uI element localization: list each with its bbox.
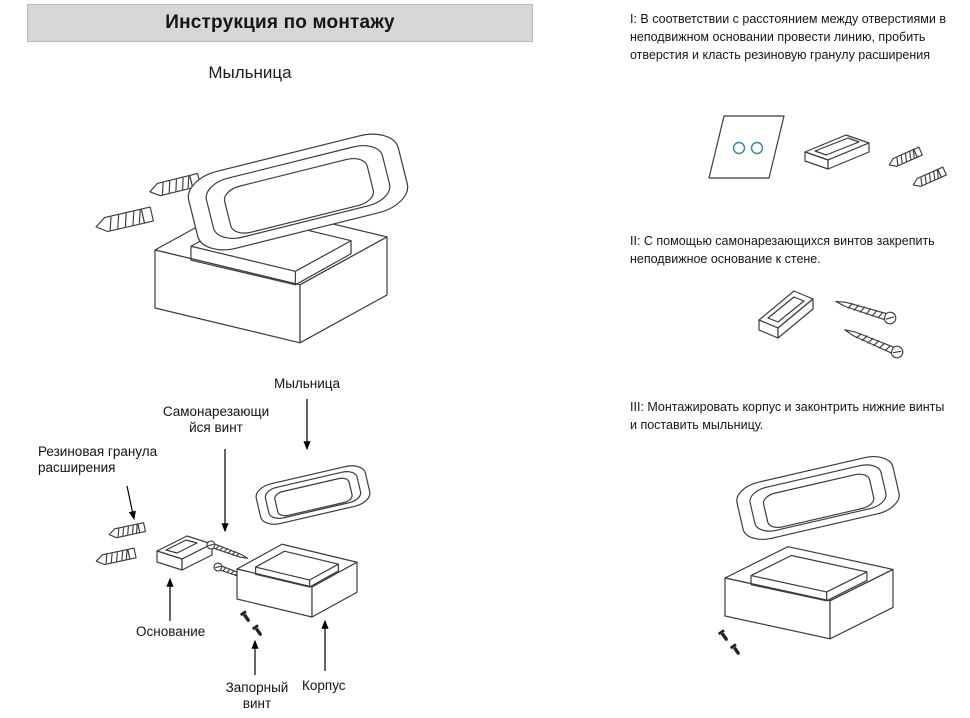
lock-screw-illustration bbox=[729, 643, 743, 657]
label-rubber-granule: Резиновая гранула расширения bbox=[38, 444, 158, 476]
step-2-instruction: II: С помощью самонарезающихся винтов за… bbox=[630, 234, 935, 266]
label-tray: Мыльница bbox=[273, 376, 341, 391]
wall-anchor-illustration bbox=[94, 547, 137, 567]
step-3-instruction: III: Монтажировать корпус и законтрить н… bbox=[630, 400, 945, 432]
wall-anchor-illustration bbox=[887, 146, 923, 170]
page-title: Инструкция по монтажу bbox=[165, 12, 395, 33]
wall-anchor-illustration bbox=[911, 166, 947, 190]
label-lock-screw: Запорный винт bbox=[225, 680, 289, 712]
base-illustration bbox=[804, 134, 870, 170]
exploded-view-drawing bbox=[94, 399, 373, 675]
body-illustration bbox=[724, 546, 894, 640]
lock-screw-illustration bbox=[717, 629, 731, 643]
body-illustration bbox=[236, 543, 358, 618]
product-name: Мыльница bbox=[208, 63, 292, 82]
base-illustration bbox=[156, 535, 213, 571]
step-1-instruction: I: В соответствии с расстоянием между от… bbox=[630, 12, 946, 62]
assembled-product-drawing bbox=[93, 126, 414, 344]
arrow-granule bbox=[126, 485, 136, 521]
lock-screw-illustration bbox=[239, 610, 253, 624]
mounting-hole bbox=[750, 141, 764, 155]
soap-tray-illustration bbox=[733, 451, 903, 545]
self-tapping-screw-illustration bbox=[833, 295, 898, 326]
label-self-tapping-screw: Самонарезающи йся винт bbox=[162, 404, 270, 436]
step-1-drawing bbox=[708, 115, 947, 190]
wall-anchor-illustration bbox=[93, 206, 155, 235]
self-tapping-screw-illustration bbox=[841, 323, 906, 361]
lock-screw-illustration bbox=[251, 624, 265, 638]
header-bar: Инструкция по монтажу bbox=[27, 4, 533, 42]
soap-tray-illustration bbox=[253, 462, 373, 528]
mounting-hole bbox=[732, 141, 746, 155]
base-illustration bbox=[758, 290, 814, 339]
label-body: Корпус bbox=[302, 678, 346, 693]
label-base: Основание bbox=[136, 624, 206, 639]
step-2-drawing bbox=[758, 290, 906, 361]
step-3-drawing bbox=[717, 451, 903, 657]
callout-arrows bbox=[126, 399, 329, 675]
mounting-plate-illustration bbox=[708, 115, 785, 179]
wall-anchor-illustration bbox=[107, 522, 146, 540]
